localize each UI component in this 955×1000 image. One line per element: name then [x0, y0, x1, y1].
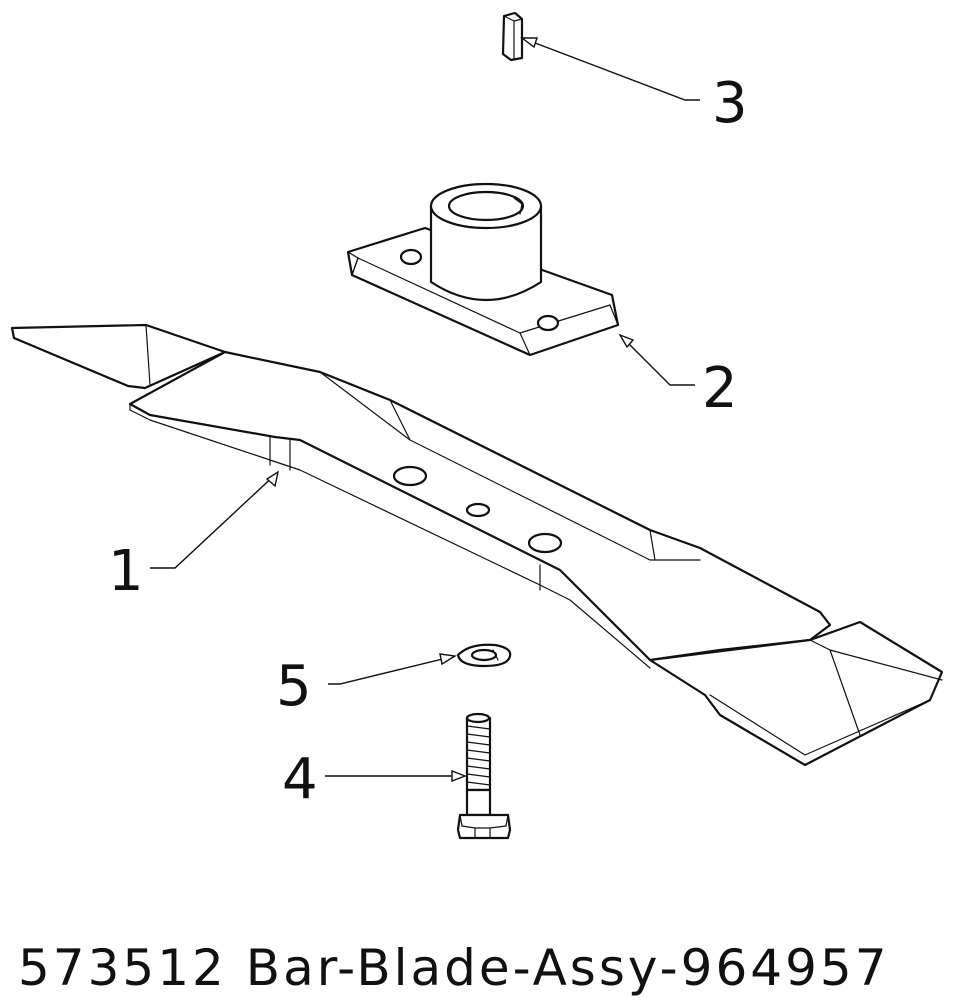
- leader-3: [519, 37, 700, 101]
- part-4-bolt: [456, 712, 512, 840]
- diagram-caption: 573512 Bar-Blade-Assy-964957: [18, 939, 890, 997]
- callout-4: 4: [282, 747, 318, 812]
- callout-1: 1: [108, 539, 144, 604]
- leader-2: [618, 333, 695, 386]
- callout-5: 5: [276, 654, 312, 719]
- part-1-blade: [10, 323, 944, 767]
- leader-4: [325, 769, 467, 783]
- bolt-threads: [466, 725, 491, 786]
- part-2-blade-adapter: [346, 182, 620, 357]
- leader-5: [328, 653, 458, 685]
- part-3-key: [501, 11, 524, 62]
- part-5-lock-washer: [456, 643, 512, 668]
- callout-3: 3: [712, 71, 748, 136]
- callout-2: 2: [702, 356, 738, 421]
- leader-1: [150, 470, 280, 569]
